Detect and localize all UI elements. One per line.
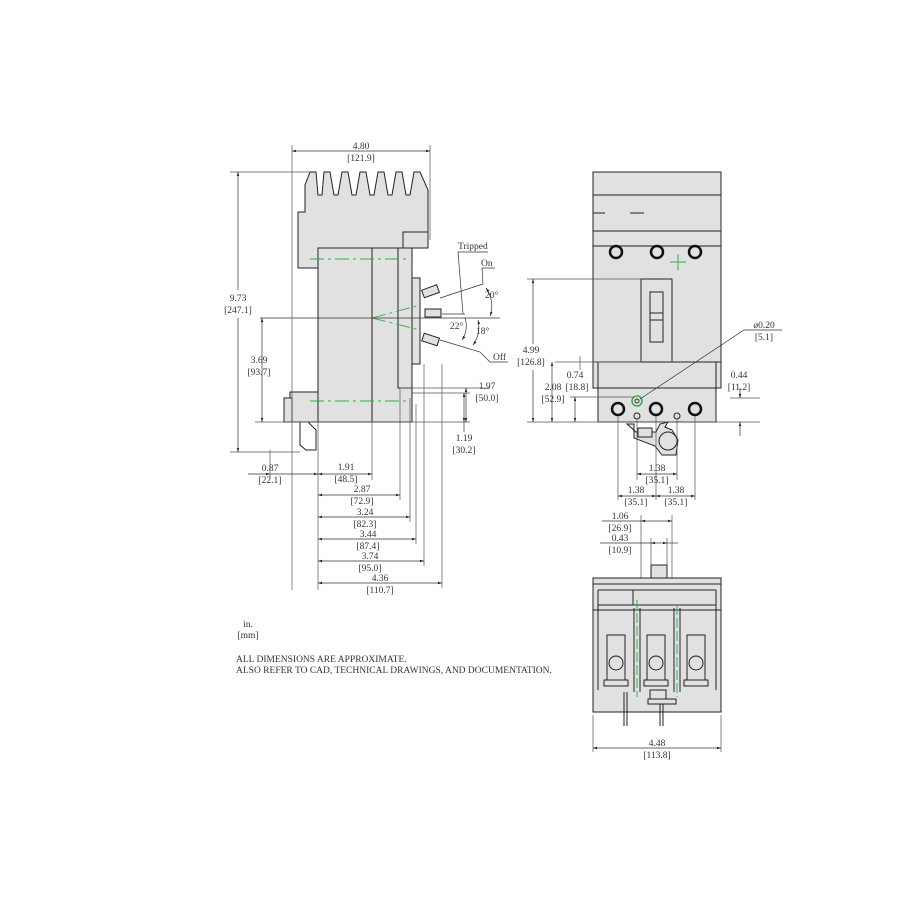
dim-width-in: 4.80 — [353, 142, 370, 152]
dim-119-in: 1.19 — [456, 434, 473, 444]
note-approximate: ALL DIMENSIONS ARE APPROXIMATE. — [236, 655, 407, 665]
dim-374-mm: [95.0] — [359, 564, 382, 574]
notes: in. [mm] ALL DIMENSIONS ARE APPROXIMATE.… — [236, 620, 552, 676]
side-body — [317, 247, 413, 423]
side-faceplate — [411, 277, 421, 365]
terminal-lugs — [603, 634, 709, 687]
dim-hole-mm: [5.1] — [755, 333, 773, 343]
bottom-view: 1.06 [26.9] 0.43 [10.9] 4.48 [113.8] — [592, 512, 722, 761]
dim-208-in: 2.08 — [545, 383, 562, 393]
front-view: 4.99 [126.8] 2.08 [52.9] 0.74 [18.8] ø0.… — [517, 171, 782, 508]
side-heatsink — [297, 171, 429, 269]
dim-087-in: 0.87 — [262, 464, 279, 474]
handle-on — [420, 284, 441, 299]
dim-074-mm: [18.8] — [566, 383, 589, 393]
label-off: Off — [493, 352, 507, 363]
dim-043-in: 0.43 — [612, 534, 629, 544]
mounting-hole — [687, 244, 703, 260]
terminal-screw — [648, 401, 664, 417]
side-top-latch — [402, 231, 429, 249]
dim-087-mm: [22.1] — [259, 476, 282, 486]
dim-044-mm: [11.2] — [728, 383, 751, 393]
side-view: Tripped On Off 20° 22° 18° 4.80 [121.9] … — [224, 142, 508, 596]
dim-width-mm: [121.9] — [347, 154, 375, 164]
terminal-screw — [687, 401, 703, 417]
dim-043-mm: [10.9] — [609, 546, 632, 556]
dim-191-mm: [48.5] — [335, 475, 358, 485]
dim-369-mm: [93.7] — [248, 368, 271, 378]
terminal-screw — [610, 401, 626, 417]
dim-height-mm: [247.1] — [224, 306, 252, 316]
units-primary: in. — [243, 620, 253, 630]
bottom-handle-stub — [650, 564, 668, 580]
label-tripped: Tripped — [458, 242, 488, 252]
dim-hole-in: ø0.20 — [753, 321, 775, 331]
dim-191-in: 1.91 — [338, 463, 355, 473]
accessory-hole — [631, 395, 643, 407]
side-lug — [299, 421, 317, 451]
dim-197-in: 1.97 — [479, 382, 496, 392]
dim-436-mm: [110.7] — [366, 586, 393, 596]
dim-208-mm: [52.9] — [542, 395, 565, 405]
center-mark-icon — [670, 254, 686, 270]
dim-106-in: 1.06 — [612, 512, 629, 522]
dim-287-in: 2.87 — [354, 485, 371, 495]
dim-pitch-right-in: 1.38 — [668, 486, 685, 496]
handle-off — [421, 332, 441, 347]
dim-324-mm: [82.3] — [354, 520, 377, 530]
angle-tripped: 22° — [450, 321, 464, 332]
handle-tripped — [424, 308, 442, 318]
dim-pitch-top-mm: [35.1] — [646, 476, 669, 486]
dim-106-mm: [26.9] — [609, 524, 632, 534]
dim-448-mm: [113.8] — [643, 751, 670, 761]
dim-344-in: 3.44 — [360, 530, 377, 540]
dim-044-in: 0.44 — [731, 371, 748, 381]
angle-off: 18° — [476, 326, 490, 337]
mounting-hole — [608, 244, 624, 260]
units-secondary: [mm] — [237, 631, 258, 641]
dim-287-mm: [72.9] — [351, 497, 374, 507]
dim-197-mm: [50.0] — [476, 394, 499, 404]
angle-on: 20° — [485, 290, 499, 301]
dim-369-in: 3.69 — [251, 356, 268, 366]
mounting-hole — [649, 244, 665, 260]
handle — [649, 291, 664, 343]
dim-499-in: 4.99 — [523, 346, 540, 356]
dim-pitch-top-in: 1.38 — [649, 464, 666, 474]
handle-positions — [420, 284, 442, 347]
dim-436-in: 4.36 — [372, 574, 389, 584]
dim-324-in: 3.24 — [357, 508, 374, 518]
dim-pitch-left-mm: [35.1] — [625, 498, 648, 508]
dim-pitch-right-mm: [35.1] — [665, 498, 688, 508]
dim-499-mm: [126.8] — [517, 358, 545, 368]
label-on: On — [481, 259, 493, 269]
dim-448-in: 4.48 — [649, 739, 666, 749]
dim-pitch-left-in: 1.38 — [628, 486, 645, 496]
dim-119-mm: [30.2] — [453, 446, 476, 456]
dim-height-in: 9.73 — [230, 294, 247, 304]
hole-leader — [639, 329, 782, 400]
note-refer: ALSO REFER TO CAD, TECHNICAL DRAWINGS, A… — [236, 666, 552, 676]
dim-344-mm: [87.4] — [357, 542, 380, 552]
dim-074-in: 0.74 — [567, 371, 584, 381]
side-mount-foot — [289, 391, 319, 423]
dim-374-in: 3.74 — [362, 552, 379, 562]
